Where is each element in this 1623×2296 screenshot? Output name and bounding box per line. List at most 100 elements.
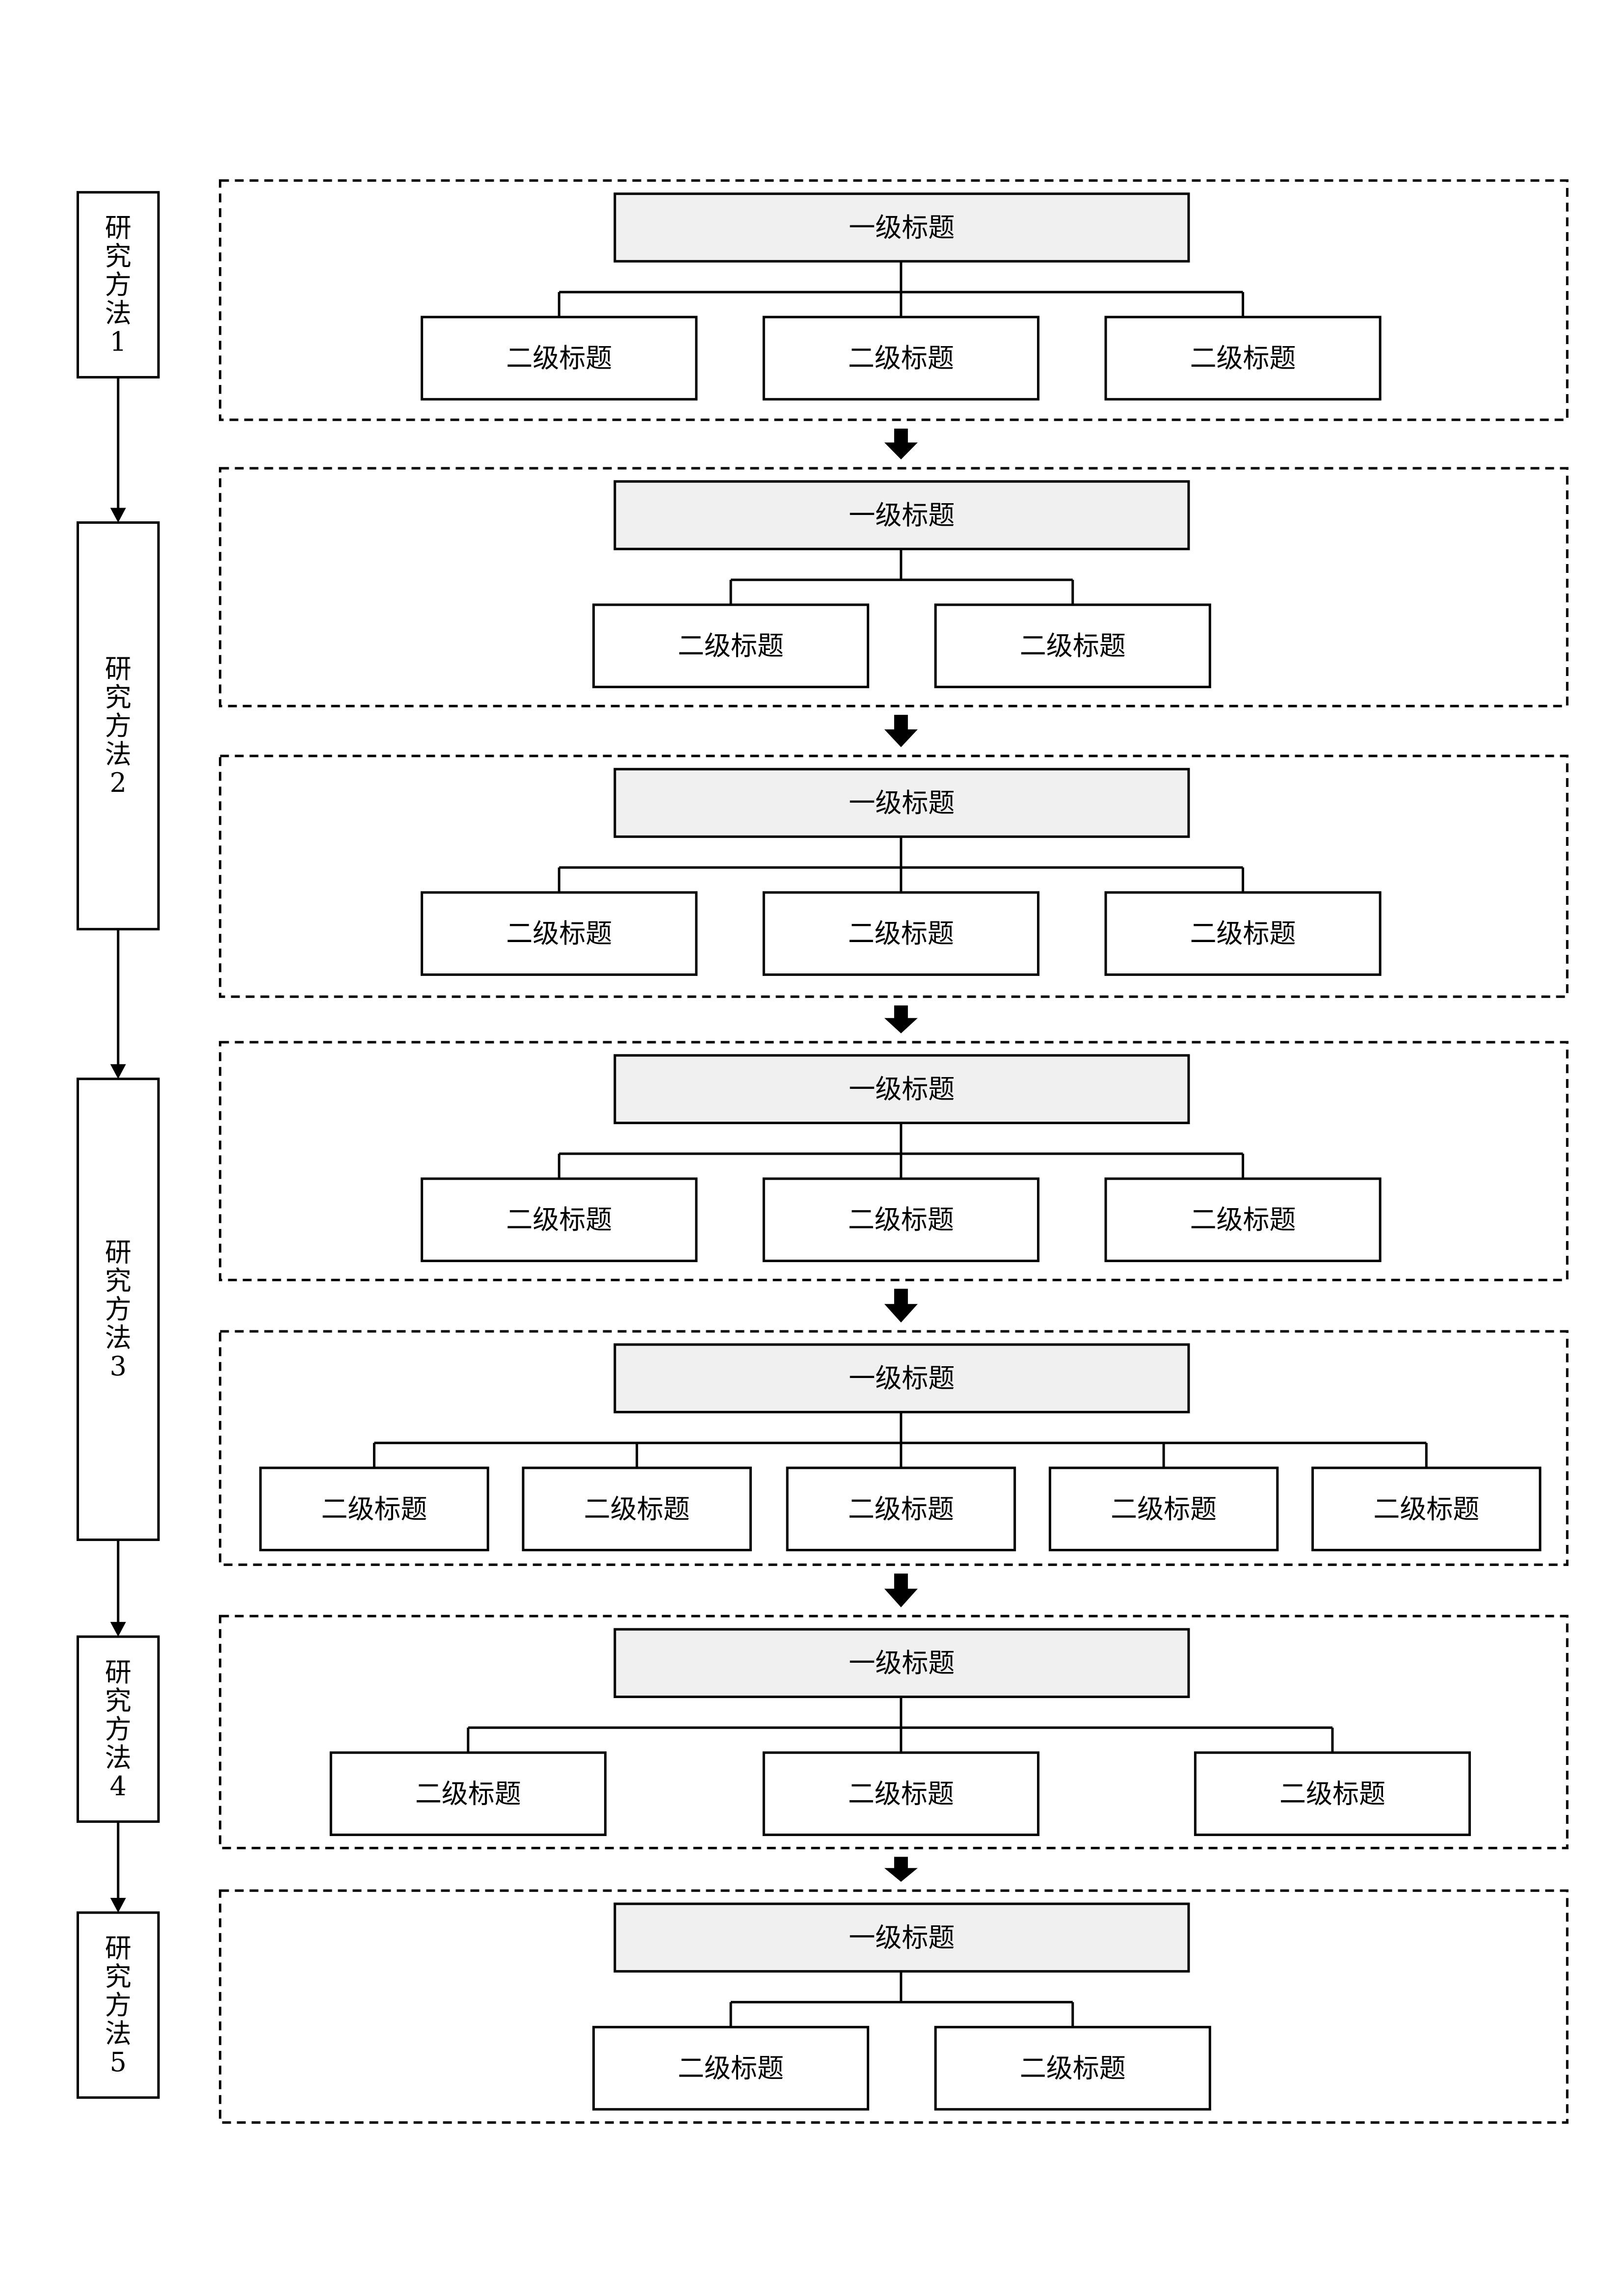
method-label-char: 法 bbox=[105, 1323, 132, 1353]
method-label-char: 研 bbox=[105, 213, 132, 243]
primary-heading-box bbox=[613, 768, 1190, 838]
method-label-char: 2 bbox=[110, 767, 127, 798]
primary-heading-box bbox=[613, 1628, 1190, 1699]
section-group: 一级标题二级标题二级标题二级标题 bbox=[219, 179, 1569, 421]
method-label-char: 方 bbox=[105, 1714, 132, 1745]
section-column: 一级标题二级标题二级标题二级标题一级标题二级标题二级标题一级标题二级标题二级标题… bbox=[219, 179, 1569, 2124]
secondary-heading-label: 二级标题 bbox=[321, 1493, 427, 1524]
primary-heading-label: 一级标题 bbox=[849, 500, 955, 531]
method-label-char: 方 bbox=[105, 1990, 132, 2021]
primary-heading-box bbox=[613, 1054, 1190, 1124]
secondary-heading-label: 二级标题 bbox=[678, 2053, 784, 2083]
down-block-arrow bbox=[884, 1857, 918, 1882]
secondary-heading-box bbox=[1104, 891, 1382, 976]
method-box bbox=[76, 1078, 160, 1541]
secondary-heading-label: 二级标题 bbox=[1190, 343, 1296, 374]
section-dashed-frame bbox=[219, 1615, 1569, 1849]
secondary-heading-box bbox=[762, 891, 1039, 976]
method-box bbox=[76, 1911, 160, 2099]
method-box bbox=[76, 521, 160, 931]
secondary-heading-box bbox=[762, 316, 1039, 401]
method-label-char: 4 bbox=[110, 1771, 127, 1802]
secondary-heading-box bbox=[1311, 1466, 1542, 1551]
method-connector-arrowhead bbox=[110, 1621, 126, 1637]
secondary-heading-label: 二级标题 bbox=[506, 918, 612, 949]
method-label-char: 究 bbox=[105, 1685, 132, 1716]
down-block-arrow bbox=[884, 1005, 918, 1033]
secondary-heading-label: 二级标题 bbox=[848, 1204, 954, 1235]
secondary-heading-box bbox=[762, 1177, 1039, 1262]
method-label-char: 方 bbox=[105, 710, 132, 741]
method-label-char: 究 bbox=[105, 1961, 132, 1992]
primary-heading-label: 一级标题 bbox=[849, 1648, 955, 1678]
secondary-heading-box bbox=[421, 891, 698, 976]
secondary-heading-box bbox=[421, 316, 698, 401]
down-block-arrow bbox=[884, 715, 918, 747]
secondary-heading-label: 二级标题 bbox=[415, 1778, 521, 1809]
section-group: 一级标题二级标题二级标题二级标题 bbox=[219, 1615, 1569, 1849]
method-label-char: 5 bbox=[110, 2047, 127, 2078]
method-box bbox=[76, 191, 160, 378]
secondary-heading-label: 二级标题 bbox=[584, 1493, 690, 1524]
secondary-heading-box bbox=[592, 2026, 870, 2111]
section-group: 一级标题二级标题二级标题二级标题二级标题二级标题 bbox=[219, 1330, 1569, 1566]
primary-heading-box bbox=[613, 192, 1190, 263]
method-label-char: 研 bbox=[105, 653, 132, 684]
method-label-char: 究 bbox=[105, 682, 132, 713]
method-connector-arrowhead bbox=[110, 1898, 126, 1913]
secondary-heading-box bbox=[786, 1466, 1016, 1551]
secondary-heading-box bbox=[592, 603, 870, 688]
method-label-char: 研 bbox=[105, 1237, 132, 1268]
method-connector-arrowhead bbox=[110, 508, 126, 523]
secondary-heading-box bbox=[1048, 1466, 1279, 1551]
secondary-heading-box bbox=[934, 2026, 1211, 2111]
secondary-heading-box bbox=[421, 1177, 698, 1262]
down-block-arrow bbox=[884, 429, 918, 459]
section-dashed-frame bbox=[219, 755, 1569, 998]
method-label-char: 法 bbox=[105, 298, 132, 329]
secondary-heading-label: 二级标题 bbox=[1111, 1493, 1217, 1524]
secondary-heading-box bbox=[522, 1466, 752, 1551]
primary-heading-label: 一级标题 bbox=[849, 1074, 955, 1105]
secondary-heading-label: 二级标题 bbox=[1190, 1204, 1296, 1235]
secondary-heading-box bbox=[1104, 1177, 1382, 1262]
primary-heading-label: 一级标题 bbox=[849, 1922, 955, 1953]
method-box bbox=[76, 1635, 160, 1823]
section-group: 一级标题二级标题二级标题 bbox=[219, 467, 1569, 707]
secondary-heading-label: 二级标题 bbox=[1190, 918, 1296, 949]
secondary-heading-box bbox=[1194, 1751, 1471, 1837]
method-connector-arrowhead bbox=[110, 1064, 126, 1079]
method-label-char: 1 bbox=[110, 326, 127, 357]
secondary-heading-box bbox=[762, 1751, 1039, 1837]
section-dashed-frame bbox=[219, 1889, 1569, 2124]
primary-heading-label: 一级标题 bbox=[849, 212, 955, 243]
secondary-heading-label: 二级标题 bbox=[848, 1493, 954, 1524]
secondary-heading-box bbox=[934, 603, 1211, 688]
method-label-char: 究 bbox=[105, 241, 132, 272]
method-label-char: 法 bbox=[105, 739, 132, 770]
method-label-char: 究 bbox=[105, 1266, 132, 1297]
secondary-heading-box bbox=[1104, 316, 1382, 401]
section-group: 一级标题二级标题二级标题二级标题 bbox=[219, 1041, 1569, 1281]
method-label-char: 法 bbox=[105, 2018, 132, 2049]
secondary-heading-box bbox=[329, 1751, 607, 1837]
primary-heading-box bbox=[613, 480, 1190, 550]
secondary-heading-box bbox=[259, 1466, 489, 1551]
section-dashed-frame bbox=[219, 467, 1569, 707]
section-dashed-frame bbox=[219, 1041, 1569, 1281]
down-block-arrow bbox=[884, 1289, 918, 1323]
primary-heading-box bbox=[613, 1902, 1190, 1973]
primary-heading-label: 一级标题 bbox=[849, 1363, 955, 1394]
secondary-heading-label: 二级标题 bbox=[848, 918, 954, 949]
secondary-heading-label: 二级标题 bbox=[1020, 2053, 1126, 2083]
secondary-heading-label: 二级标题 bbox=[678, 630, 784, 661]
down-block-arrow bbox=[884, 1573, 918, 1608]
primary-heading-box bbox=[613, 1343, 1190, 1413]
method-label-char: 方 bbox=[105, 270, 132, 300]
